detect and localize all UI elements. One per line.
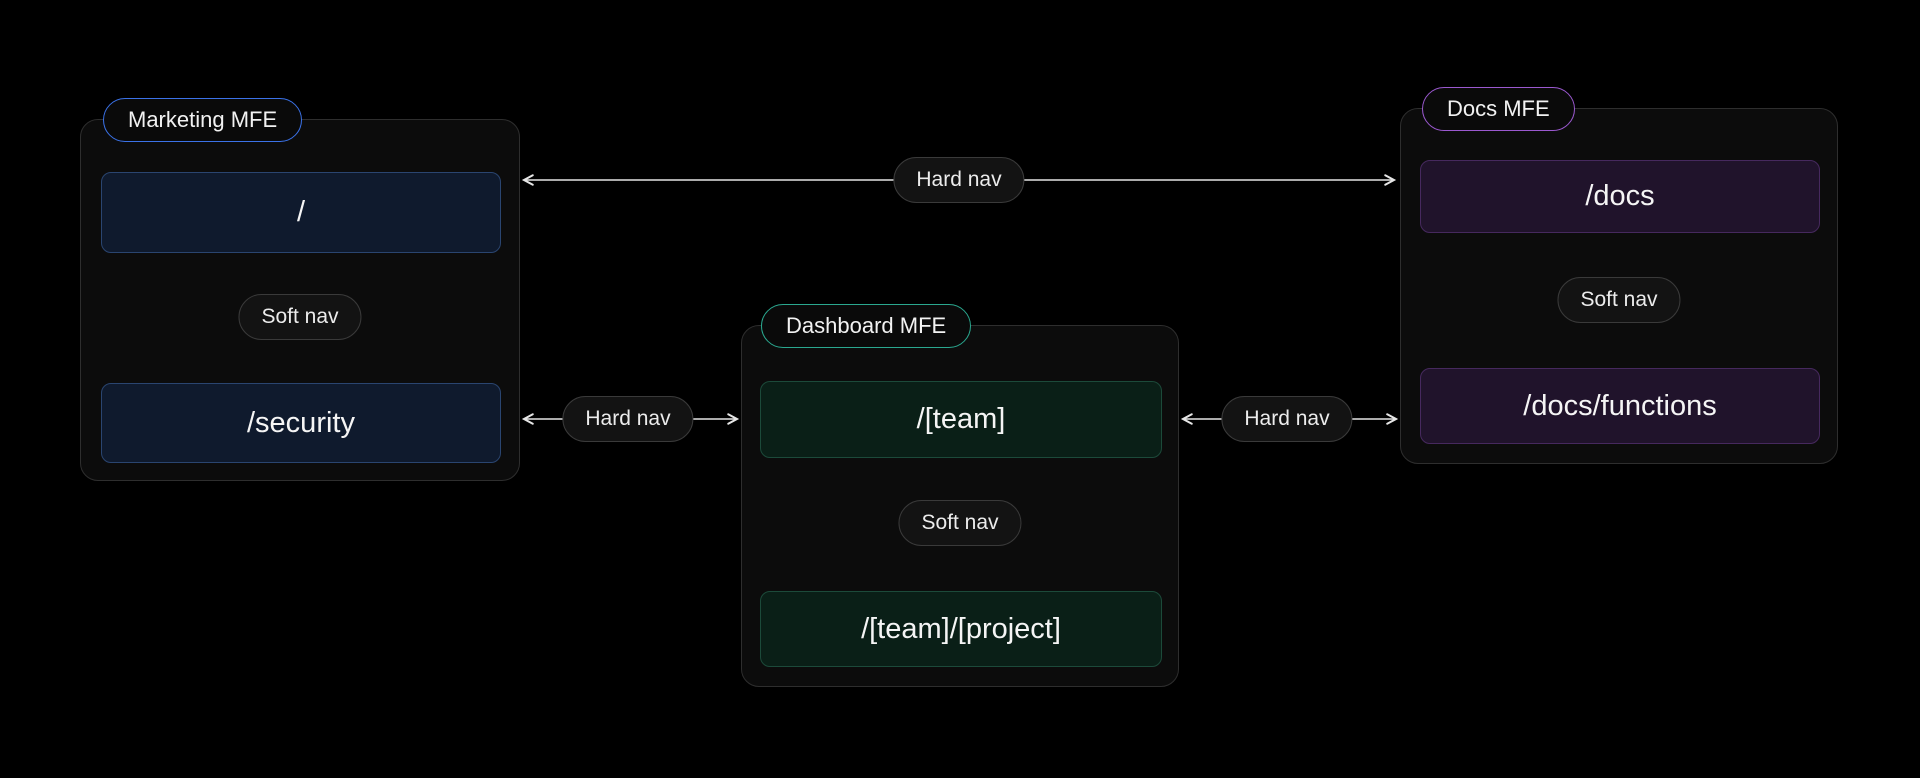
route-dashboard-team: /[team] [760, 381, 1162, 458]
soft-nav-pill-marketing: Soft nav [238, 294, 362, 340]
hard-nav-pill-left: Hard nav [562, 396, 694, 442]
route-docs-functions: /docs/functions [1420, 368, 1820, 444]
soft-nav-pill-docs: Soft nav [1557, 277, 1681, 323]
soft-nav-pill-dashboard: Soft nav [898, 500, 1022, 546]
route-dashboard-team-project: /[team]/[project] [760, 591, 1162, 667]
hard-nav-pill-top: Hard nav [893, 157, 1025, 203]
group-label-marketing: Marketing MFE [103, 98, 303, 142]
group-label-dashboard: Dashboard MFE [761, 304, 972, 348]
route-marketing-security: /security [101, 383, 501, 463]
group-marketing-mfe: Marketing MFE / /security [80, 98, 520, 481]
hard-nav-pill-right: Hard nav [1221, 396, 1353, 442]
group-label-docs: Docs MFE [1422, 87, 1575, 131]
route-marketing-root: / [101, 172, 501, 253]
route-docs-root: /docs [1420, 160, 1820, 233]
